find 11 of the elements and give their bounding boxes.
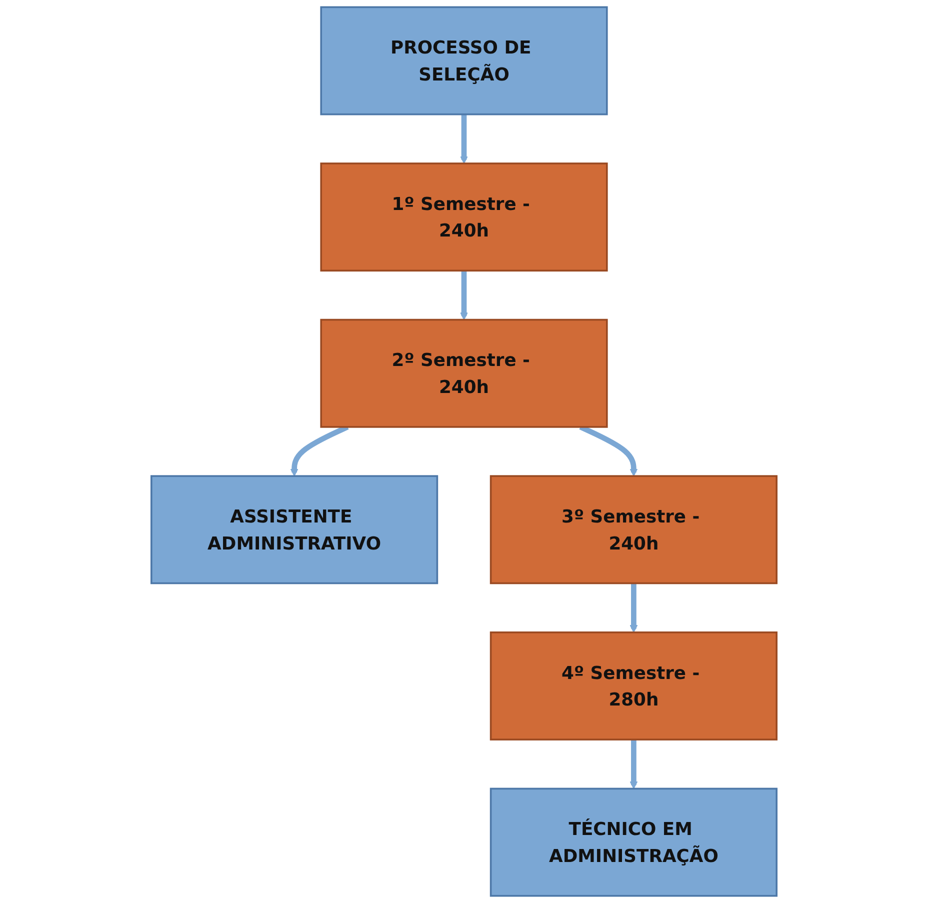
node-box: TÉCNICO EM ADMINISTRAÇÃO: [489, 788, 777, 897]
arrow: [460, 270, 468, 320]
arrow: [629, 740, 638, 790]
node-box: PROCESSO DE SELEÇÃO: [320, 6, 608, 116]
node-box: 3º Semestre - 240h: [489, 475, 777, 584]
arrow: [460, 114, 468, 164]
node-box: 2º Semestre - 240h: [320, 318, 608, 428]
node-box: 1º Semestre - 240h: [320, 162, 608, 272]
node-box: ASSISTENTE ADMINISTRATIVO: [150, 475, 438, 584]
arrow: [629, 583, 638, 633]
node-box: 4º Semestre - 280h: [489, 631, 777, 740]
